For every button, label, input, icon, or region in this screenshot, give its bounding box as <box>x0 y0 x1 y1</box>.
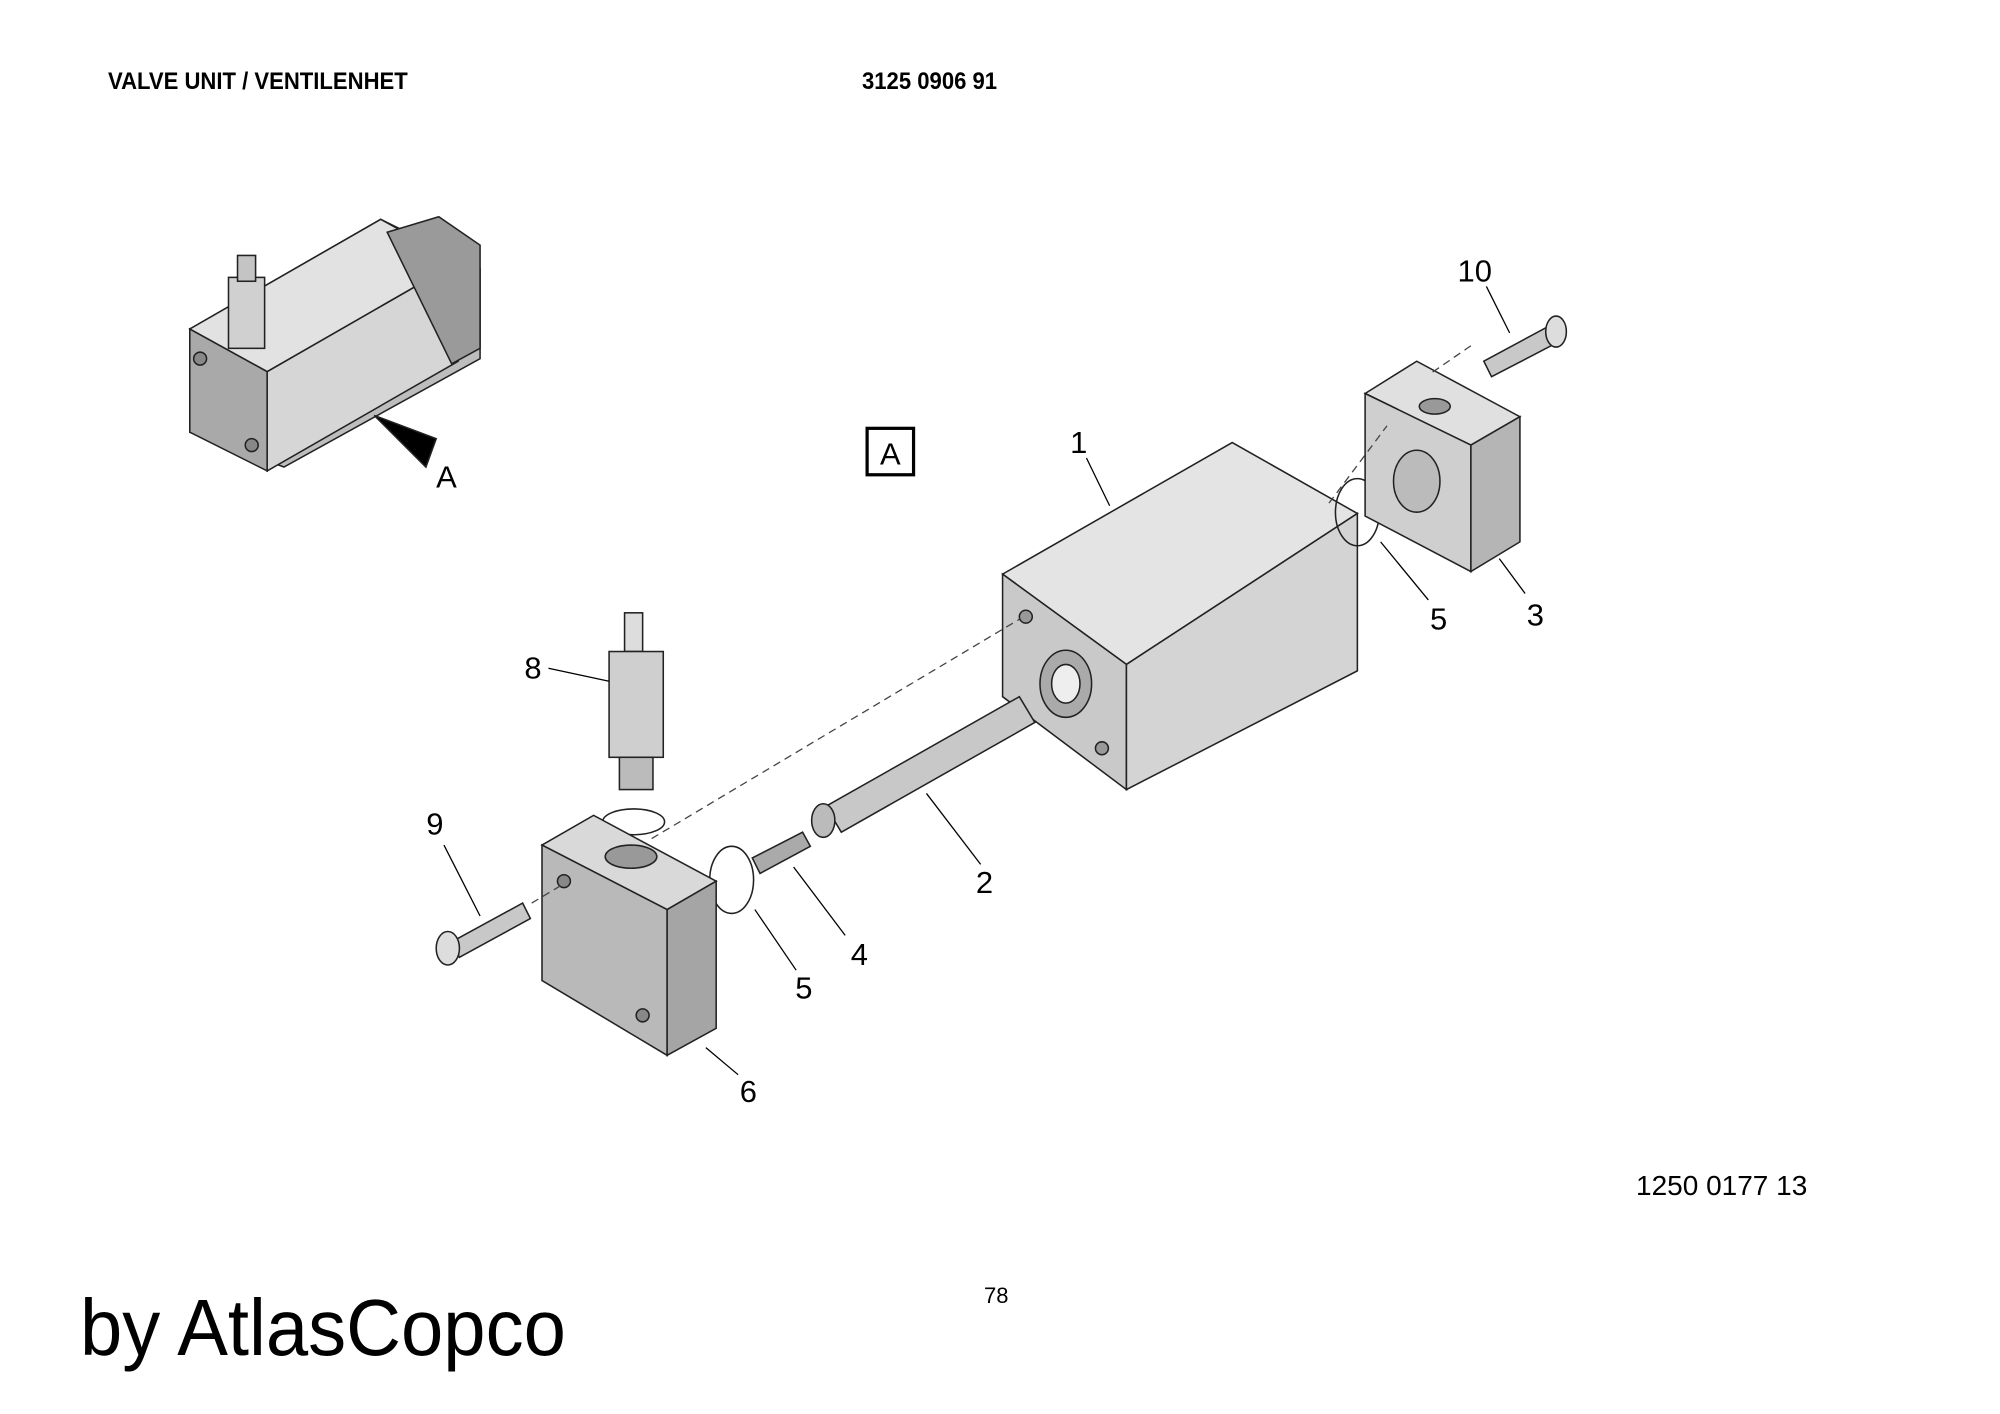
view-label: A <box>880 436 901 471</box>
callout-2: 2 <box>976 865 993 900</box>
callout-5: 5 <box>1430 602 1447 637</box>
page-title: VALVE UNIT / VENTILENHET <box>108 68 408 95</box>
end-cover-part-3 <box>1363 360 1522 573</box>
callout-3: 3 <box>1527 598 1544 633</box>
relief-valve-part-8 <box>608 612 665 791</box>
spool-part-2 <box>810 695 1036 839</box>
part-number: 3125 0906 91 <box>862 68 998 95</box>
valve-body-part-1 <box>1001 441 1359 792</box>
spring-part-4 <box>751 831 812 875</box>
drawing-number: 1250 0177 13 <box>1636 1170 1808 1201</box>
callout-8: 8 <box>524 651 541 686</box>
callout-6: 6 <box>740 1074 757 1109</box>
screw-part-10 <box>1482 315 1568 378</box>
callout-5: 5 <box>795 971 812 1006</box>
callout-1: 1 <box>1070 425 1087 460</box>
end-block-part-6 <box>540 814 718 1057</box>
screw-part-9 <box>435 902 532 966</box>
callout-4: 4 <box>851 937 868 972</box>
assembled-valve-unit <box>188 215 481 473</box>
page-number: 78 <box>984 1283 1009 1308</box>
callout-10: 10 <box>1458 253 1492 288</box>
callout-9: 9 <box>426 807 443 842</box>
view-a-box <box>865 426 916 477</box>
view-arrow-label: A <box>436 460 457 495</box>
brand-watermark: by AtlasCopco <box>80 1283 566 1372</box>
